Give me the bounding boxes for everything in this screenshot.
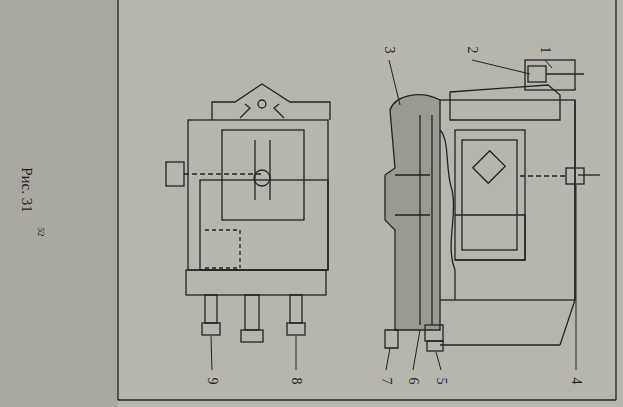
drawing-lines [118,0,616,400]
callout-number: 7 [379,378,393,385]
callout-number: 4 [569,378,583,385]
callout-number: 2 [465,47,479,54]
callout-number: 9 [205,378,219,385]
leader-lines [211,60,576,370]
margin-panel [0,0,118,407]
page-number: 52 [36,228,45,237]
callout-number: 3 [382,47,396,54]
callout-number: 6 [406,378,420,385]
callout-number: 5 [434,378,448,385]
figure-caption: Рис. 31 [19,167,34,213]
callout-number: 1 [538,47,552,54]
callout-number: 8 [289,378,303,385]
